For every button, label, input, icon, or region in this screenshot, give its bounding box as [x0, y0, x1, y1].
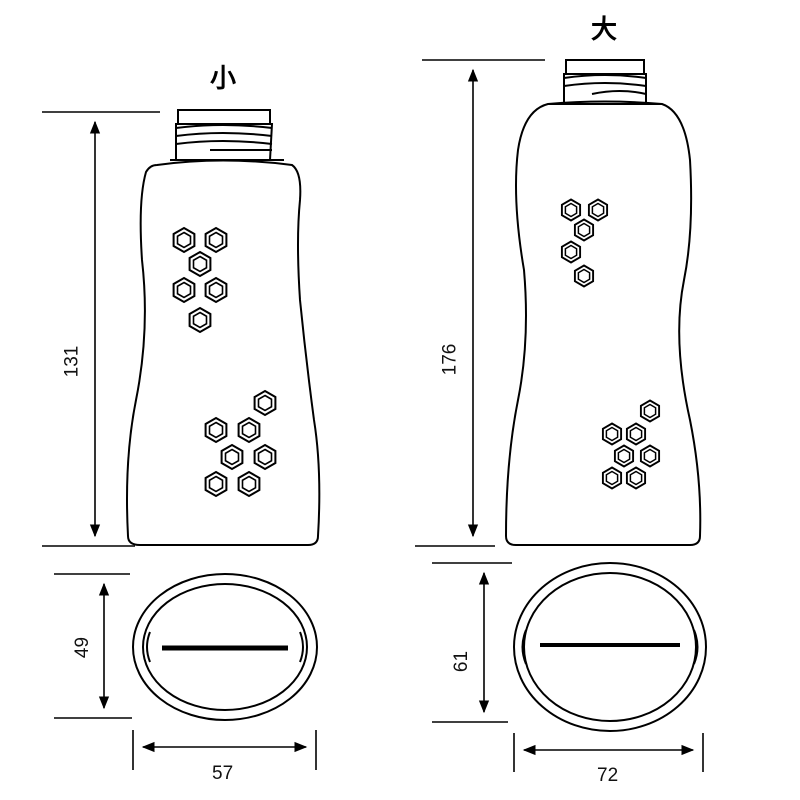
large-bottle-front-view [504, 59, 702, 546]
small-height-value: 131 [61, 345, 83, 378]
small-bottle-honeycomb-upper [172, 227, 228, 333]
small-bottle-front-view [126, 109, 321, 546]
small-width-dimension [132, 730, 317, 770]
small-bottle-honeycomb-lower [204, 390, 277, 497]
small-bottle-label: 小 [210, 64, 237, 94]
small-bottle-bottom-view [132, 573, 318, 721]
large-width-dimension [513, 733, 704, 772]
small-bottle-body [126, 159, 321, 546]
large-width-value: 72 [597, 765, 619, 786]
small-depth-value: 49 [72, 636, 94, 659]
large-depth-dimension [432, 562, 512, 723]
large-bottle-honeycomb-upper [560, 198, 609, 288]
large-bottle-cap-neck [548, 59, 662, 105]
large-bottle-body [504, 100, 702, 546]
large-bottle-honeycomb-lower [601, 399, 661, 490]
small-depth-dimension [54, 573, 132, 719]
small-height-dimension [42, 111, 160, 547]
large-bottle-label: 大 [591, 15, 618, 45]
large-bottle-bottom-view [513, 562, 707, 732]
small-width-value: 57 [212, 763, 234, 784]
large-height-value: 176 [439, 343, 461, 376]
small-bottle-cap-neck [170, 109, 284, 161]
large-height-dimension [415, 59, 545, 547]
large-depth-value: 61 [451, 650, 473, 673]
